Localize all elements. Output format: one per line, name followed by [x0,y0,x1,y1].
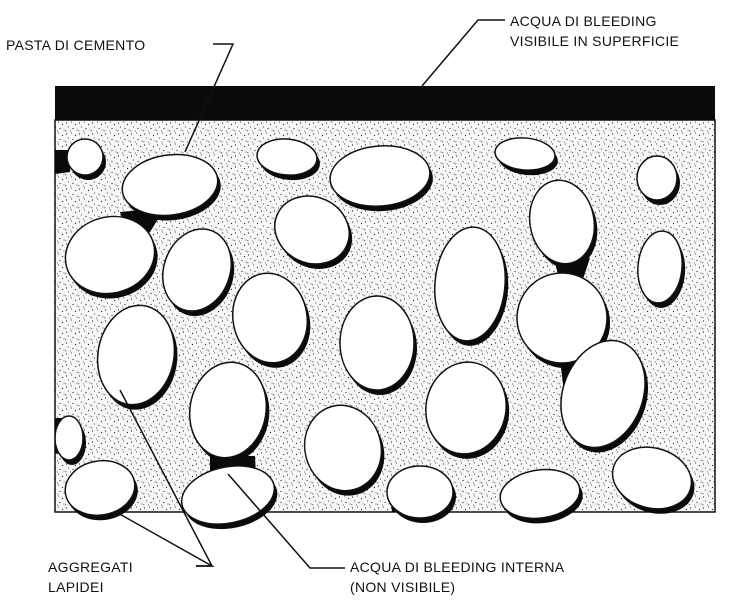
surface-water-leader [422,20,505,86]
surface-water-label-line2: VISIBILE IN SUPERFICIE [510,33,679,49]
surface-water-label-line1: ACQUA DI BLEEDING [510,13,657,29]
internal-water-label-line1: ACQUA DI BLEEDING INTERNA [350,559,565,575]
aggregates-label-line1: AGGREGATI [48,559,133,575]
aggregate-stone [637,156,677,200]
aggregate-stone [387,466,453,518]
cement-paste-label: PASTA DI CEMENTO [6,37,145,53]
aggregate-stone [340,296,414,390]
aggregates-label-line2: LAPIDEI [48,579,104,595]
aggregate-stone [55,416,83,460]
surface-bleeding-water [55,86,715,120]
internal-water-label-line2: (NON VISIBILE) [350,579,455,595]
